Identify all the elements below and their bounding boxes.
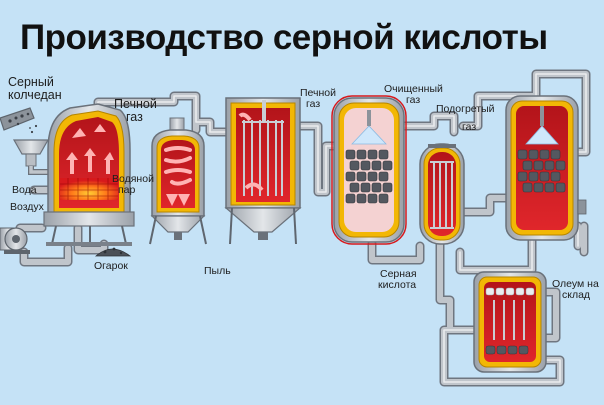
- furnace-foot: [46, 242, 132, 246]
- scrubber-redline: [331, 95, 407, 245]
- page-title: Производство серной кислоты: [20, 18, 548, 57]
- label-purified-gas-2: газ: [406, 94, 420, 106]
- heat-exchanger: [419, 143, 465, 245]
- absorber: [473, 271, 547, 373]
- label-dust: Пыль: [204, 265, 231, 277]
- label-pyrite-2: колчедан: [8, 88, 62, 102]
- label-purified-gas-1: Очищенный: [384, 83, 443, 95]
- precip-cone: [224, 207, 302, 233]
- exchanger-tubes: [430, 161, 454, 229]
- cyclone-swirl-arrows: [164, 146, 192, 186]
- label-furnace-gas-2a: Печной: [300, 87, 336, 99]
- contact-apparatus: [505, 95, 587, 241]
- pyrite-hopper: [0, 107, 52, 175]
- precip-electrodes: [242, 120, 284, 196]
- cyclone-cone: [150, 215, 206, 233]
- electrostatic-precipitator: [224, 97, 302, 245]
- label-sulfuric-acid-1: Серная: [380, 268, 417, 280]
- cyclone-legs: [149, 215, 207, 245]
- cyclone-interior: [161, 140, 195, 208]
- air-blower: [0, 227, 30, 254]
- label-furnace-gas-2b: газ: [306, 98, 320, 110]
- furnace-base-ring: [43, 211, 135, 227]
- furnace-flow-arrows: [66, 124, 114, 174]
- labels: Серный колчедан Печной газ Водяной пар В…: [8, 75, 599, 301]
- feed-neck: [25, 153, 37, 167]
- fire-bed: [60, 178, 118, 200]
- absorber-top-bed: [485, 287, 535, 296]
- label-pyrite-1: Серный: [8, 75, 54, 89]
- label-heated-gas-1: Подогретый: [436, 103, 495, 115]
- label-oleum-2: склад: [562, 289, 590, 301]
- washing-tower: [331, 95, 407, 245]
- label-furnace-gas-1a: Печной: [114, 97, 157, 111]
- feed-funnel: [12, 139, 50, 155]
- roasting-furnace: [43, 103, 135, 246]
- label-steam-2: пар: [118, 184, 136, 196]
- scrubber-packing: [345, 149, 393, 204]
- precip-flow-arrows: [238, 112, 264, 192]
- absorber-bottom-bed: [485, 345, 529, 355]
- label-oleum-1: Олеум на: [552, 278, 599, 290]
- absorber-tubes: [493, 300, 525, 340]
- label-cinder: Огарок: [94, 260, 128, 272]
- scrubber-spray: [351, 125, 387, 145]
- cinder-pile: [94, 247, 132, 257]
- label-steam-1: Водяной: [112, 173, 154, 185]
- cyclone-down-arrows: [166, 194, 190, 206]
- label-air: Воздух: [10, 201, 45, 213]
- precip-legs: [229, 207, 297, 245]
- label-sulfuric-acid-2: кислота: [378, 279, 416, 291]
- label-furnace-gas-1b: газ: [126, 110, 143, 124]
- label-water: Вода: [12, 184, 37, 196]
- cyclone: [149, 117, 207, 245]
- converter-spray: [525, 125, 559, 145]
- label-heated-gas-2: газ: [462, 121, 476, 133]
- fire-grid: [60, 178, 118, 200]
- furnace-legs: [51, 225, 127, 245]
- pyrite-particles: [8, 112, 38, 134]
- converter-catalyst: [517, 149, 566, 193]
